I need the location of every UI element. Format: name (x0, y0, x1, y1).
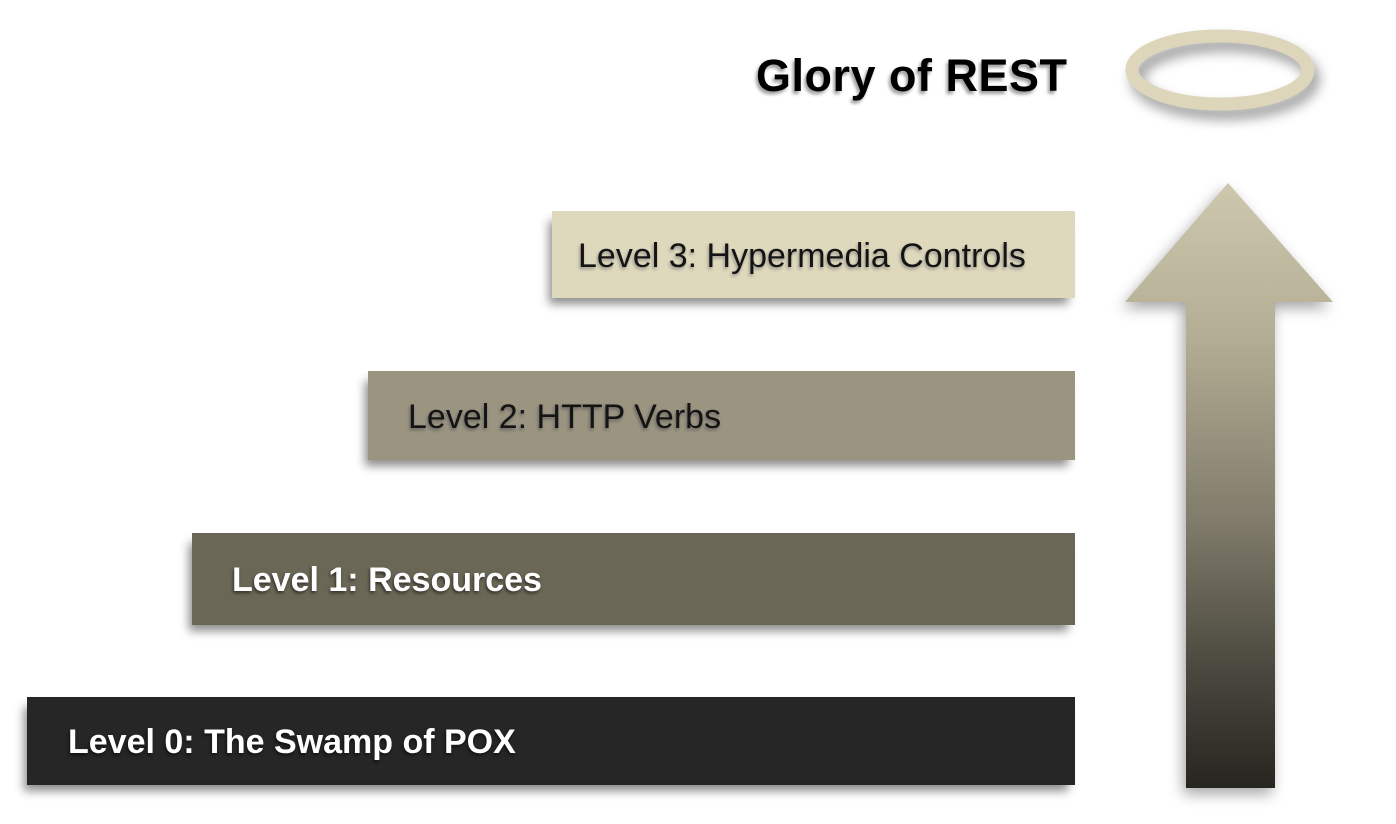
diagram-title: Glory of REST (756, 50, 1068, 101)
level-0-label: Level 0: The Swamp of POX (68, 723, 516, 761)
halo-ellipse (1125, 29, 1315, 111)
up-arrow-icon (1125, 183, 1333, 788)
level-3-bar: Level 3: Hypermedia Controls (552, 211, 1075, 298)
level-1-label: Level 1: Resources (232, 561, 542, 599)
level-3-label: Level 3: Hypermedia Controls (578, 236, 1026, 275)
level-2-label: Level 2: HTTP Verbs (408, 397, 722, 436)
level-2-bar: Level 2: HTTP Verbs (368, 371, 1075, 460)
up-arrow-shape (1125, 183, 1333, 788)
level-0-bar: Level 0: The Swamp of POX (27, 697, 1075, 785)
level-1-bar: Level 1: Resources (192, 533, 1075, 625)
halo-icon (1125, 29, 1315, 111)
